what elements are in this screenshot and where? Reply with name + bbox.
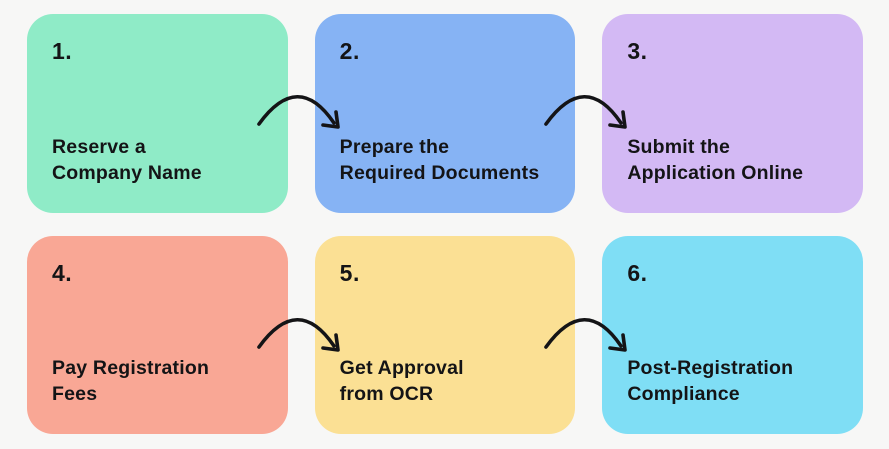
step-label: Get Approval from OCR — [339, 357, 464, 405]
step-card-4: 4. Pay Registration Fees — [27, 235, 288, 434]
step-number: 1. — [52, 38, 73, 64]
step-label: Pay Registration Fees — [52, 357, 210, 405]
step-card-6: 6. Post-Registration Compliance — [602, 235, 863, 434]
step-card-5: 5. Get Approval from OCR — [314, 235, 576, 434]
step-number: 2. — [339, 38, 360, 64]
step-label: Prepare the Required Documents — [339, 135, 540, 184]
step-label: Reserve a Company Name — [52, 135, 202, 184]
step-card-1: 1. Reserve a Company Name — [27, 14, 288, 213]
step-label: Submit the Application Online — [627, 135, 804, 184]
step-card-2: 2. Prepare the Required Documents — [314, 14, 576, 213]
step-label: Post-Registration Compliance — [627, 357, 794, 405]
step-number: 4. — [52, 259, 73, 286]
step-number: 5. — [339, 259, 360, 286]
step-number: 6. — [627, 259, 648, 286]
step-card-3: 3. Submit the Application Online — [602, 14, 863, 213]
step-number: 3. — [627, 38, 648, 64]
